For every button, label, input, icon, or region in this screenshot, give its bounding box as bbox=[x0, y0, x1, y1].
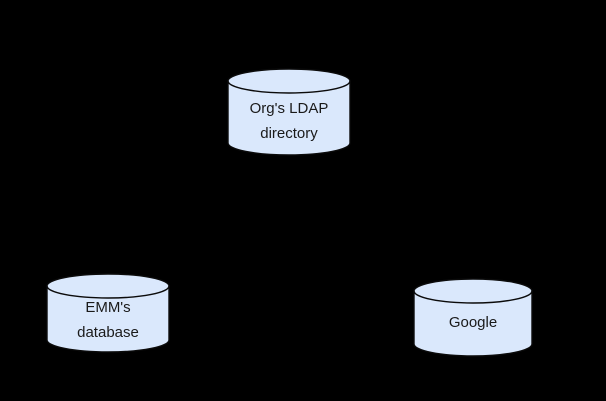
node-google[interactable]: Google bbox=[413, 278, 533, 357]
node-org-ldap-directory[interactable]: Org's LDAP directory bbox=[227, 68, 351, 156]
node-emm-database[interactable]: EMM's database bbox=[46, 273, 170, 353]
database-cylinder-icon bbox=[46, 273, 170, 353]
database-cylinder-icon bbox=[413, 278, 533, 357]
database-cylinder-icon bbox=[227, 68, 351, 156]
